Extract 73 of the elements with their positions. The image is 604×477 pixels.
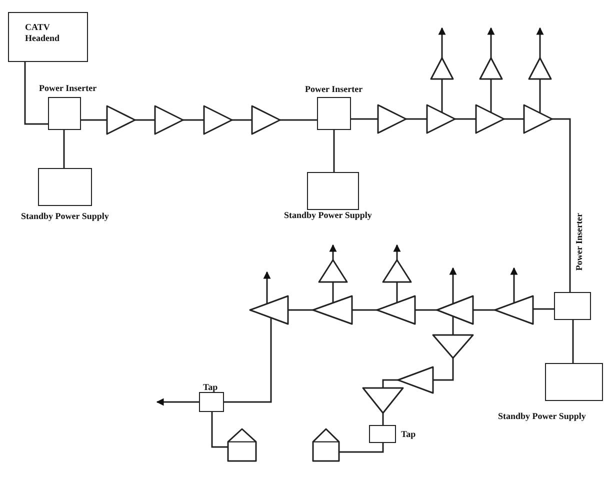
connector-line [415,309,437,311]
connector-line [441,79,443,112]
amplifier-triangle [437,296,473,324]
connector-line [224,318,272,403]
connector-line [183,119,204,121]
connector-line [288,309,313,311]
connector-line [333,130,335,172]
box-label: Tap [203,382,218,392]
amplifier-triangle [377,296,415,324]
box-label: Power Inserter [305,84,363,94]
connector-line [552,118,571,292]
amplifier-triangle [204,106,232,134]
amplifier-triangle [107,106,135,134]
amplifier-triangle [398,367,433,393]
connector-line [533,308,554,310]
house-icon [228,429,256,461]
connector-line [396,282,398,303]
amplifier-triangle [495,296,533,324]
connector-line [406,118,427,120]
connector-line [382,379,398,388]
connector-line [24,62,48,125]
connector-line [339,443,384,453]
amplifier-triangle [433,335,473,358]
connector-line [81,119,107,121]
amplifier-triangle [480,58,502,79]
arrow [329,244,337,260]
amplifier-triangle [524,105,552,133]
arrow [393,244,401,260]
arrow [487,27,495,58]
connector-line [539,79,541,113]
connector-line [211,412,228,448]
amplifier-triangle [431,58,453,79]
box-label: Tap [401,429,416,439]
arrow [449,267,457,304]
arrow [536,27,544,58]
amplifier-triangle [252,106,280,134]
connector-line [232,119,252,121]
connector-line [135,119,155,121]
box-label: Standby Power Supply [284,210,372,220]
connector-line [382,413,384,425]
connector-line [504,118,524,120]
box-label: Standby Power Supply [21,211,109,221]
amplifier-triangle [529,58,551,79]
connector-line [351,118,378,120]
connector-line [352,309,377,311]
connector-line [572,320,574,363]
device-box [8,12,88,62]
connector-line [63,130,65,168]
connector-line [455,118,476,120]
arrow [438,27,446,58]
box-label: Power Inserter [39,83,97,93]
amplifier-triangle [427,105,455,133]
connector-line [473,309,495,311]
box-label: Power Inserter [574,213,584,271]
amplifier-triangle [476,105,504,133]
box-label: Standby Power Supply [498,411,586,421]
connector-line [433,358,454,381]
amplifier-triangle [363,388,403,413]
arrow [263,271,271,304]
amplifier-triangle [155,106,183,134]
amplifier-triangle [383,260,411,282]
amplifier-triangle [319,260,347,282]
connector-line [490,79,492,112]
box-label: CATV Headend [25,22,61,44]
house-icon [313,429,339,461]
amplifier-triangle [250,296,288,324]
connector-line [280,119,317,121]
amplifier-triangle [313,296,352,324]
amplifier-triangle [378,105,406,133]
connector-line [452,316,454,335]
arrow [510,267,518,303]
connector-line [332,282,334,303]
arrow [156,398,199,406]
